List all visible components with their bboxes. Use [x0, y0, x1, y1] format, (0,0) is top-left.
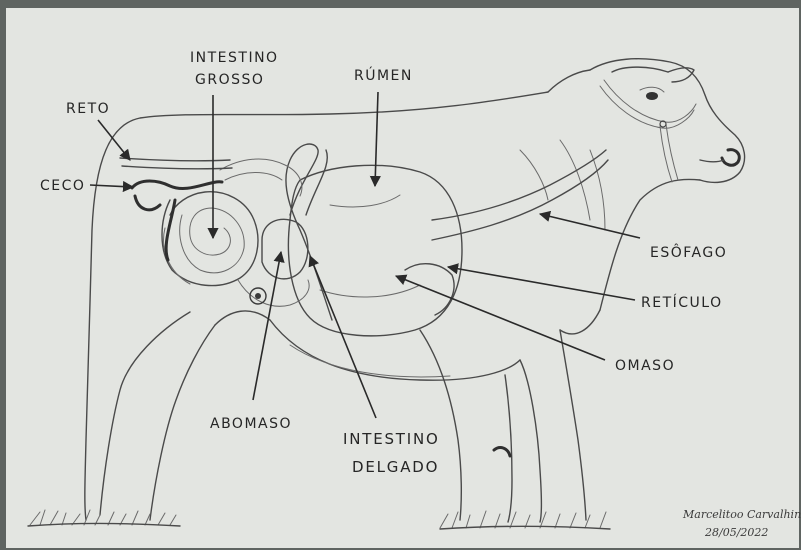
label-rumen: RÚMEN [354, 66, 413, 84]
label-esofago: ESÔFAGO [650, 243, 727, 261]
label-ceco: CECO [40, 178, 85, 194]
label-intestino-delgado-2: DELGADO [352, 458, 439, 476]
label-intestino-delgado-1: INTESTINO [343, 430, 440, 448]
label-intestino-grosso-1: INTESTINO [190, 50, 279, 66]
signature-name: Marcelitoo Carvalhino [682, 508, 801, 521]
signature-date: 28/05/2022 [704, 526, 768, 539]
label-reto: RETO [66, 101, 110, 117]
label-omaso: OMASO [615, 358, 675, 374]
label-abomaso: ABOMASO [210, 416, 292, 432]
label-intestino-grosso-2: GROSSO [195, 72, 264, 88]
label-reticulo: RETÍCULO [641, 294, 723, 311]
